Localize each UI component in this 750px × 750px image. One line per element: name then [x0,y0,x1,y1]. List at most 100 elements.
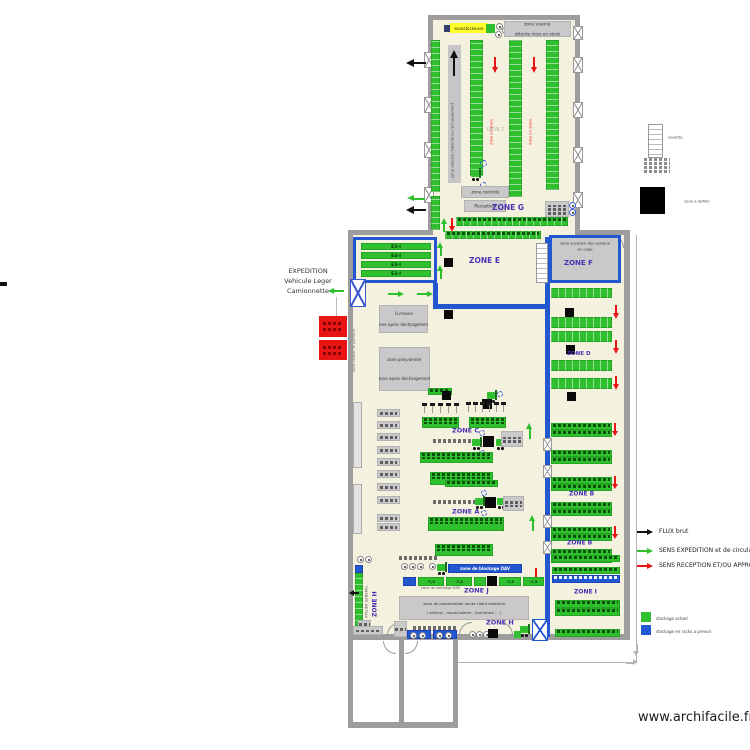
gray-box [377,514,400,522]
zone-label: ZONE C [452,427,480,435]
window-icon [424,187,434,203]
pillar [485,497,496,508]
wall-shelf [353,484,362,534]
pin-icon [446,403,451,413]
rack-bar: zone de blockage DAV [448,564,522,573]
rack-bar: -7,4 [446,577,472,586]
micro-text [323,352,343,355]
dot-circle-icon [569,209,576,216]
text-label: mise en stock [528,118,533,145]
rack-bar [551,484,612,491]
wall [575,230,630,235]
rack-bar [551,378,612,389]
arrow-icon [612,526,618,539]
micro-text [644,158,670,161]
flux-arrow [349,590,359,596]
arrow-icon [437,265,444,279]
arrow-icon [613,376,619,390]
micro-text [644,166,670,169]
dot-circle-icon [569,202,576,209]
dashed-circle-icon [481,490,487,496]
dot-circle-icon [436,632,443,639]
gate-icon [532,619,548,641]
window-icon [543,438,552,451]
rack-bar [469,417,506,428]
rack-bar [551,534,612,541]
window-icon [543,541,552,554]
rack-bar: E3-I [361,261,431,268]
corridor-line [433,304,550,309]
legend-label: stockage actuel [656,616,688,621]
zone-label: ZONE H [486,619,514,627]
gray-box [353,626,383,635]
window-icon [573,102,583,118]
arrow-icon [613,305,619,319]
gray-box [394,621,407,637]
rack-bar [551,502,612,509]
wall [575,15,580,235]
green-arrow-icon [637,547,653,554]
gate-icon [350,279,366,307]
rack-bar [551,527,612,534]
arrow-icon [526,423,533,439]
green-swatch-icon [641,612,651,622]
dashed-circle-icon [481,510,487,516]
dimension-arrowhead [633,644,640,656]
wall [348,722,458,728]
arrow-icon [612,423,618,436]
micro-text [433,500,475,504]
dot-circle-icon [445,632,452,639]
rack-bar [551,288,612,298]
zone-swatch [640,187,665,214]
window-icon [573,26,583,40]
legend-row-reception: SENS RECEPTION ET/OU APPRO [637,555,750,574]
text-label: zone de stockage DAV [421,586,461,590]
pin-icon [501,402,506,412]
dot-circle-icon [365,556,372,563]
floor-area [404,645,453,722]
pin-icon [473,402,478,412]
gray-box [377,523,400,531]
dot-circle-icon [476,631,483,638]
rack-bar [551,423,612,430]
rack-grid [536,243,548,283]
dot-circle-icon [496,23,503,30]
gray-box: Reception [464,200,506,212]
vehicle-block [319,340,347,360]
rack-bar [431,196,440,230]
zone-label: ZONE F [564,259,593,267]
rack-bar [551,549,612,556]
rack-bar [435,544,493,556]
rack-bar [431,40,440,192]
door-arc [387,623,399,635]
gray-box [503,496,524,511]
wall-shelf [353,402,362,468]
legend-label: FLUX brut [659,528,689,535]
micro-text [644,162,670,165]
forklift-icon [475,496,485,509]
corridor-line [433,283,438,309]
rack-bar [551,477,612,484]
zone-label: ZONE B [569,490,595,497]
highlight-label: eurostockeuse [450,23,488,33]
wall [428,15,433,235]
zone-label: ZONE G [492,203,524,212]
wall [453,640,458,728]
dimension-arrowhead [626,659,638,666]
gray-box [377,409,400,417]
rack-bar [445,231,541,239]
text-label: zone surstock des essieux [560,241,610,246]
window-icon [543,515,552,528]
dot-circle-icon [401,563,408,570]
rack-bar [470,40,483,176]
rack-bar: E2-I [361,270,431,277]
zone-label: ZONE E [469,256,500,265]
rack-elevation-icon [648,124,663,158]
rack-bar [551,430,612,437]
forklift-icon [472,437,482,450]
text-label: zone depose materiel ou rechargement [450,102,455,178]
pin-icon [454,403,459,413]
flux-arrow [450,50,458,76]
